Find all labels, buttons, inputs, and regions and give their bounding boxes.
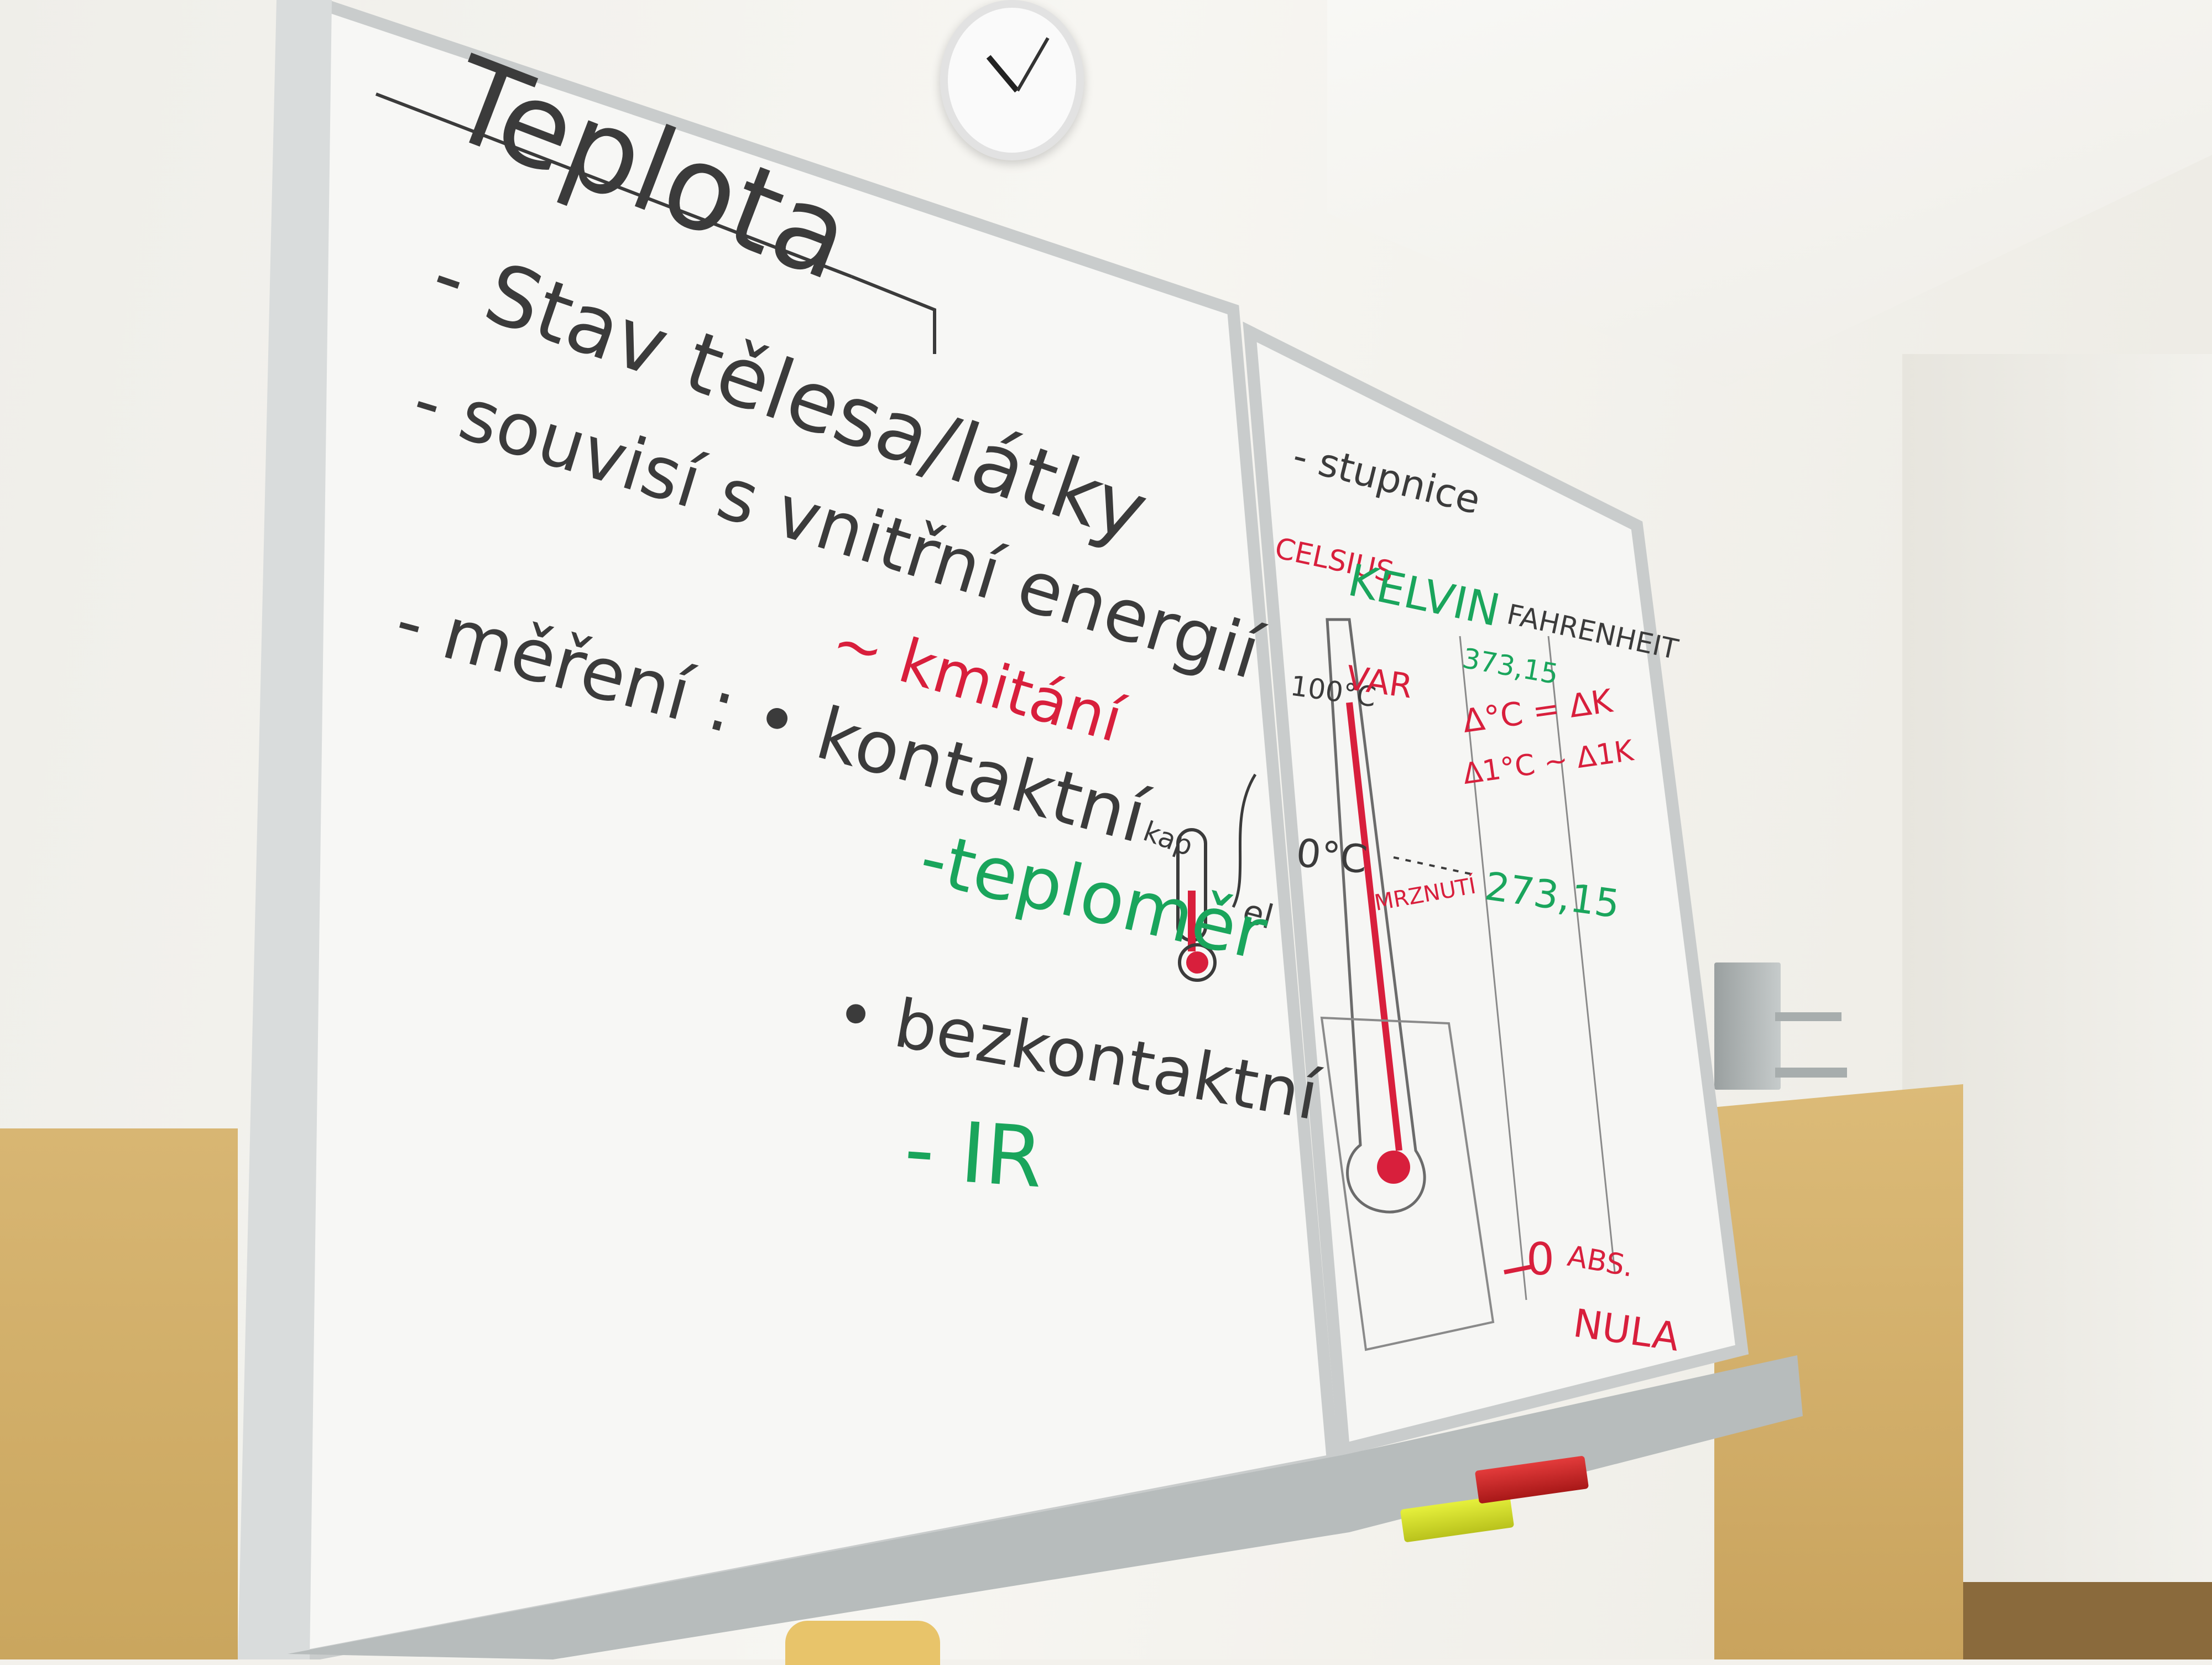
sponge-bottom — [785, 1621, 940, 1665]
marker-tray — [288, 1355, 1803, 1659]
thermometer-small-icon — [1176, 828, 1217, 982]
underline-title — [375, 92, 853, 278]
thermometer-large-drawing — [1320, 618, 1495, 1351]
fahrenheit-axis — [1547, 636, 1616, 1273]
label-zero: 0 — [1526, 1234, 1554, 1285]
wall-hook-arm-top — [1775, 1012, 1841, 1021]
label-0c: 0°C — [1294, 830, 1370, 883]
board-line-ir: - IR — [901, 1101, 1046, 1207]
dotted-link-0c — [1393, 856, 1472, 875]
bracket-curve — [1232, 773, 1257, 908]
abs-zero-tick — [1504, 1265, 1532, 1274]
floor — [1963, 1582, 2212, 1659]
right-whiteboard-surface — [1243, 321, 1749, 1457]
title-bracket — [851, 275, 936, 354]
board-frame-left-edge — [238, 0, 332, 1659]
wall-hook — [1714, 962, 1781, 1090]
kelvin-axis — [1459, 636, 1527, 1300]
wainscot-panel-left — [0, 1128, 238, 1659]
wall-hook-arm-bottom — [1775, 1068, 1847, 1078]
